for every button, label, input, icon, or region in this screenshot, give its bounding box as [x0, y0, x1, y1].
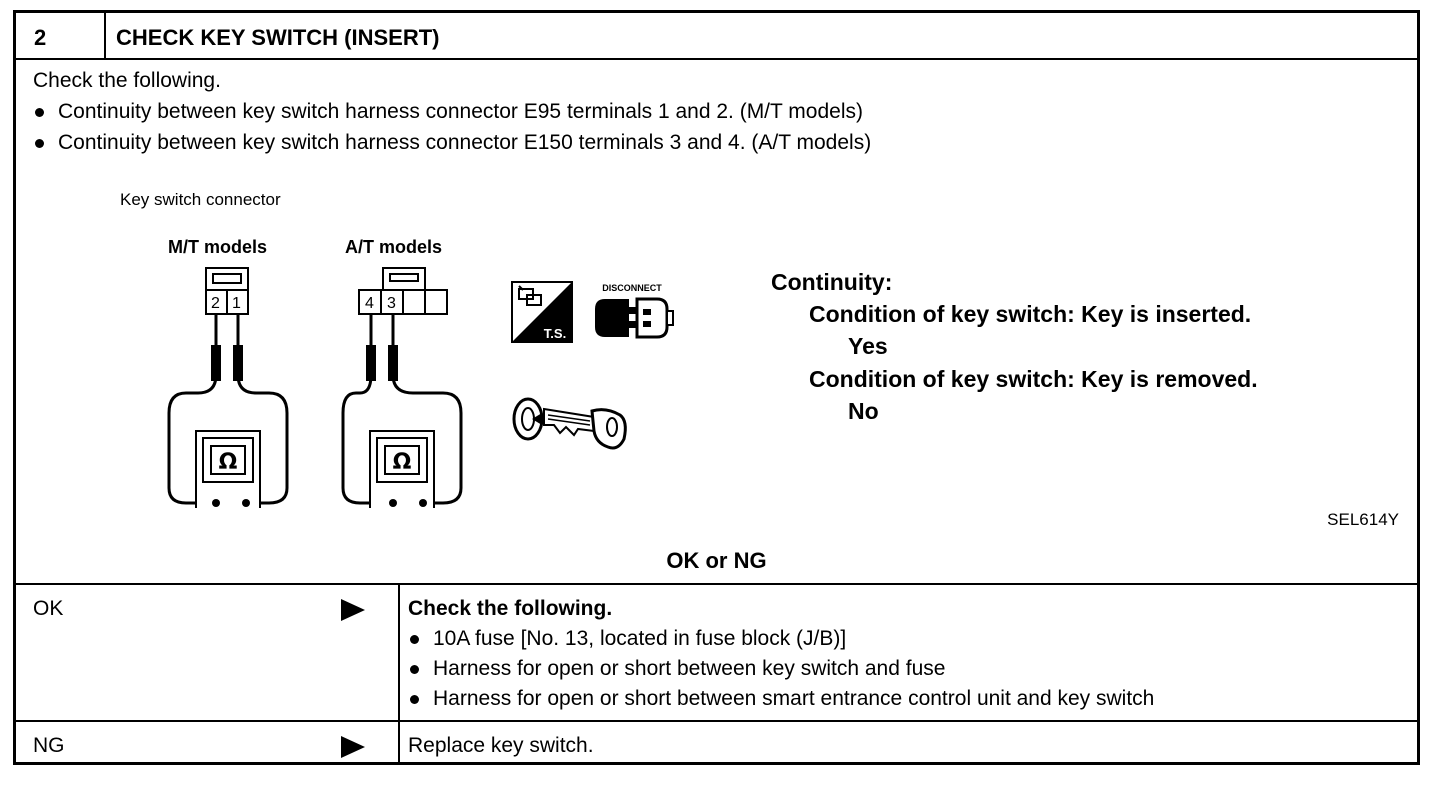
disconnect-label: DISCONNECT [602, 283, 662, 293]
at-models-label: A/T models [345, 237, 443, 257]
key-icon [512, 397, 627, 450]
figure-id: SEL614Y [1327, 510, 1399, 529]
instruction-text: Continuity between key switch harness co… [58, 100, 863, 123]
ts-icon: T.S. [511, 281, 573, 343]
outcome-row-ng: NG Replace key switch. [16, 720, 1417, 765]
ok-action-item: Harness for open or short between key sw… [408, 657, 945, 681]
result-prompt: OK or NG [666, 548, 767, 573]
outcome-label-ok: OK [33, 597, 64, 620]
mt-terminal-2: 2 [211, 295, 220, 312]
procedure-table: 2 CHECK KEY SWITCH (INSERT) Check the fo… [13, 10, 1420, 765]
ok-action-item: Harness for open or short between smart … [408, 687, 1154, 711]
ohmmeter-icon: Ω [195, 430, 261, 508]
instruction-text: Continuity between key switch harness co… [58, 131, 872, 154]
condition-removed: Condition of key switch: Key is removed. [809, 366, 1258, 392]
at-terminal-3: 3 [387, 295, 396, 312]
result-inserted: Yes [848, 333, 888, 359]
ok-action-text: 10A fuse [No. 13, located in fuse block … [433, 627, 847, 650]
outcome-row-ok: OK Check the following. 10A fuse [No. 13… [16, 583, 1417, 721]
bullet-icon [410, 634, 419, 644]
bullet-icon [35, 138, 44, 148]
ok-action-text: Harness for open or short between smart … [433, 687, 1155, 710]
arrow-right-icon [341, 599, 365, 621]
ohm-symbol: Ω [219, 450, 238, 475]
result-removed: No [848, 398, 879, 424]
instruction-bullet: Continuity between key switch harness co… [33, 100, 863, 124]
continuity-heading: Continuity: [771, 269, 893, 295]
step-title: CHECK KEY SWITCH (INSERT) [116, 25, 440, 50]
row-divider [398, 585, 400, 721]
condition-inserted: Condition of key switch: Key is inserted… [809, 301, 1252, 327]
mt-connector-diagram: 2 1 Ω [167, 267, 289, 508]
ok-action-title: Check the following. [408, 597, 613, 620]
ts-label: T.S. [544, 326, 566, 341]
mt-models-label: M/T models [168, 237, 268, 257]
bullet-icon [410, 694, 419, 704]
bullet-icon [35, 107, 44, 117]
bullet-icon [410, 664, 419, 674]
ng-action-text: Replace key switch. [408, 734, 594, 757]
ohm-symbol: Ω [393, 450, 412, 475]
ok-action-item: 10A fuse [No. 13, located in fuse block … [408, 627, 846, 651]
disconnect-icon: DISCONNECT [595, 283, 674, 339]
instruction-bullet: Continuity between key switch harness co… [33, 131, 871, 155]
instructions-intro: Check the following. [33, 69, 221, 92]
ohmmeter-icon: Ω [369, 430, 435, 508]
mt-terminal-1: 1 [232, 295, 241, 312]
row-divider [398, 722, 400, 765]
outcome-label-ng: NG [33, 734, 65, 757]
step-header: 2 CHECK KEY SWITCH (INSERT) [16, 13, 1417, 60]
at-connector-diagram: 4 3 Ω [341, 267, 463, 508]
at-terminal-4: 4 [365, 295, 374, 312]
ok-action-text: Harness for open or short between key sw… [433, 657, 946, 680]
arrow-right-icon [341, 736, 365, 758]
figure-caption: Key switch connector [120, 190, 281, 209]
step-number: 2 [16, 13, 106, 58]
